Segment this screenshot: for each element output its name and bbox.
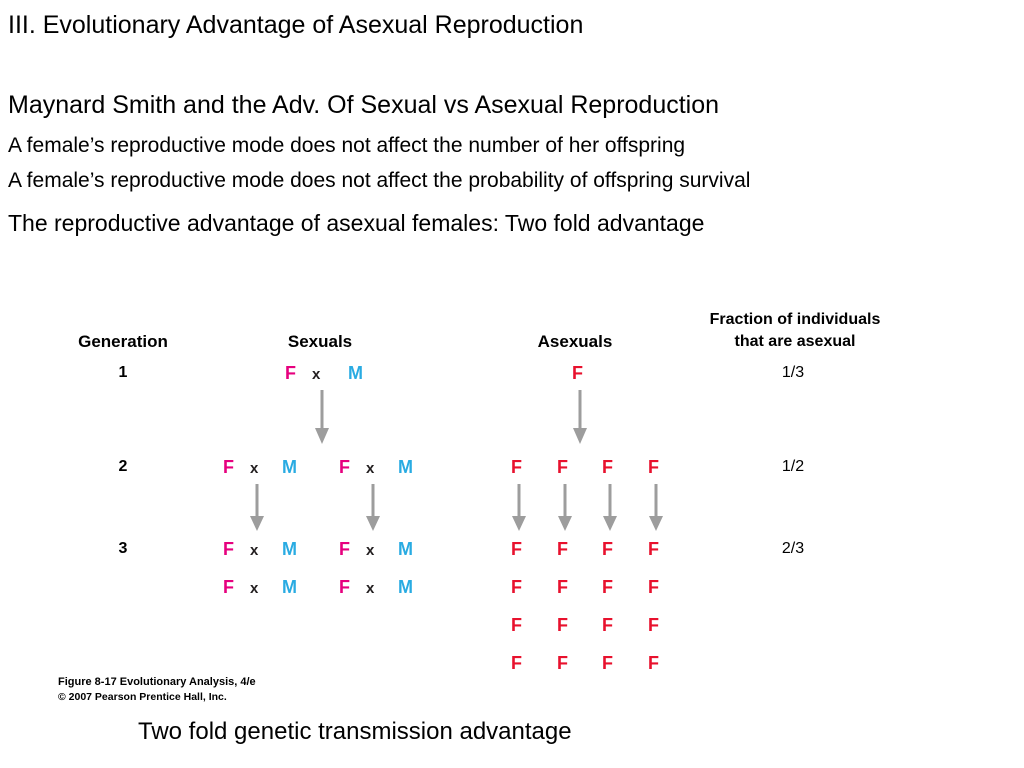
- sexual-male-g1-1: M: [348, 363, 363, 383]
- asexual-female-g3-r2-1: F: [511, 577, 522, 597]
- sexual-female-g2-2: F: [339, 457, 350, 477]
- sexual-female-g2-1: F: [223, 457, 234, 477]
- generation-label-2: 2: [118, 458, 128, 475]
- fraction-header-line1: Fraction of individuals: [709, 311, 881, 328]
- fraction-value-g1: 1/3: [781, 364, 805, 381]
- sexual-male-g3-4: M: [398, 577, 413, 597]
- asexual-female-g3-r3-4: F: [648, 615, 659, 635]
- asexual-female-g3-r4-3: F: [602, 653, 613, 673]
- cross-g3-4: x: [366, 580, 375, 597]
- figure-credit-line2: © 2007 Pearson Prentice Hall, Inc.: [58, 691, 227, 703]
- sexual-male-g2-1: M: [282, 457, 297, 477]
- asexual-female-g2-3: F: [602, 457, 613, 477]
- column-header-generation: Generation: [78, 332, 168, 351]
- section-subtitle: Maynard Smith and the Adv. Of Sexual vs …: [8, 91, 720, 119]
- asexual-female-g3-r2-4: F: [648, 577, 659, 597]
- arrow-asexual-g2-g3-4: [649, 484, 663, 531]
- asexual-female-g3-r3-3: F: [602, 615, 613, 635]
- arrow-sexual-g1-g2: [315, 390, 329, 444]
- asexual-female-g3-r1-1: F: [511, 539, 522, 559]
- bullet-line-3: The reproductive advantage of asexual fe…: [8, 210, 705, 236]
- sexual-female-g3-1: F: [223, 539, 234, 559]
- column-header-fraction: Fraction of individuals that are asexual: [660, 309, 930, 353]
- asexual-female-g2-2: F: [557, 457, 568, 477]
- generation-label-1: 1: [118, 364, 128, 381]
- sexual-male-g3-3: M: [282, 577, 297, 597]
- bottom-caption: Two fold genetic transmission advantage: [138, 718, 572, 745]
- cross-g3-3: x: [250, 580, 259, 597]
- asexual-female-g1-1: F: [572, 363, 583, 383]
- column-header-sexuals: Sexuals: [287, 332, 353, 351]
- sexual-male-g3-1: M: [282, 539, 297, 559]
- sexual-female-g3-4: F: [339, 577, 350, 597]
- arrow-sexual-g2-g3-1: [250, 484, 264, 531]
- arrow-asexual-g2-g3-2: [558, 484, 572, 531]
- bullet-line-1: A female’s reproductive mode does not af…: [8, 134, 686, 157]
- sexual-female-g3-2: F: [339, 539, 350, 559]
- cross-g2-2: x: [366, 460, 375, 477]
- asexual-female-g3-r4-2: F: [557, 653, 568, 673]
- column-header-asexuals: Asexuals: [537, 332, 613, 351]
- arrow-sexual-g2-g3-2: [366, 484, 380, 531]
- figure-8-17: Generation Sexuals Asexuals Fraction of …: [0, 290, 1024, 720]
- asexual-female-g2-1: F: [511, 457, 522, 477]
- cross-g3-1: x: [250, 542, 259, 559]
- asexual-female-g3-r3-1: F: [511, 615, 522, 635]
- arrow-asexual-g2-g3-1: [512, 484, 526, 531]
- asexual-female-g3-r3-2: F: [557, 615, 568, 635]
- arrow-asexual-g2-g3-3: [603, 484, 617, 531]
- page-title: III. Evolutionary Advantage of Asexual R…: [8, 11, 584, 39]
- fraction-value-g3: 2/3: [781, 540, 805, 557]
- cross-g1-1: x: [312, 366, 321, 383]
- cross-g3-2: x: [366, 542, 375, 559]
- arrow-asexual-g1-g2: [573, 390, 587, 444]
- asexual-female-g3-r4-1: F: [511, 653, 522, 673]
- bullet-line-2: A female’s reproductive mode does not af…: [8, 169, 751, 192]
- sexual-female-g1-1: F: [285, 363, 296, 383]
- asexual-female-g3-r1-2: F: [557, 539, 568, 559]
- asexual-female-g2-4: F: [648, 457, 659, 477]
- fraction-value-g2: 1/2: [781, 458, 805, 475]
- asexual-female-g3-r4-4: F: [648, 653, 659, 673]
- asexual-female-g3-r2-3: F: [602, 577, 613, 597]
- sexual-female-g3-3: F: [223, 577, 234, 597]
- asexual-female-g3-r2-2: F: [557, 577, 568, 597]
- cross-g2-1: x: [250, 460, 259, 477]
- sexual-male-g3-2: M: [398, 539, 413, 559]
- figure-credit-line1: Figure 8-17 Evolutionary Analysis, 4/e: [58, 676, 256, 688]
- asexual-female-g3-r1-4: F: [648, 539, 659, 559]
- figure-credit: Figure 8-17 Evolutionary Analysis, 4/e ©…: [58, 675, 256, 705]
- fraction-header-line2: that are asexual: [734, 333, 856, 350]
- asexual-female-g3-r1-3: F: [602, 539, 613, 559]
- sexual-male-g2-2: M: [398, 457, 413, 477]
- generation-label-3: 3: [118, 540, 128, 557]
